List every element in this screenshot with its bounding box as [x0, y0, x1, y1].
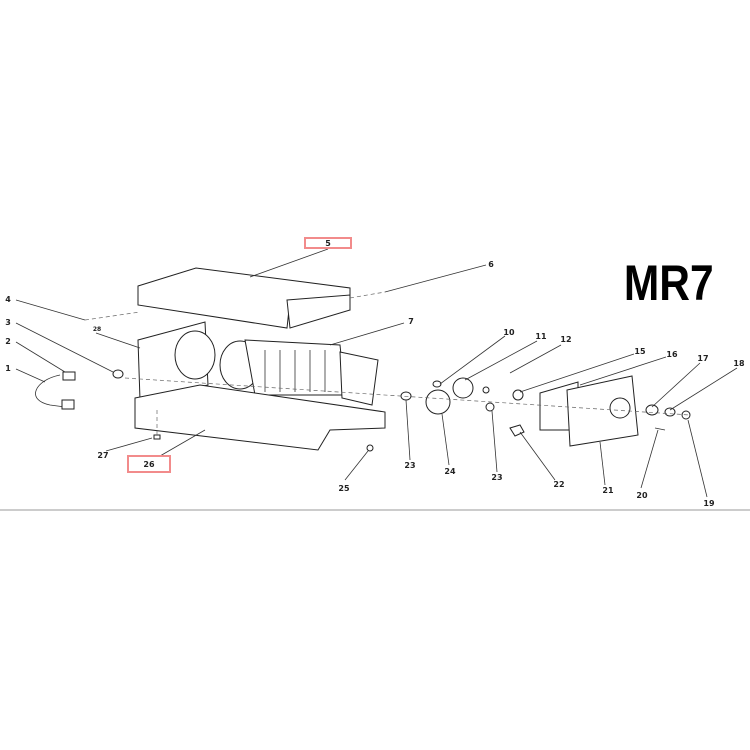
callout-5: 5	[325, 239, 331, 248]
callout-23-right: 23	[491, 473, 502, 482]
callout-4: 4	[5, 295, 11, 304]
callout-17: 17	[697, 354, 708, 363]
motor-part	[137, 321, 379, 406]
callout-27: 27	[97, 451, 108, 460]
callout-6: 6	[488, 260, 494, 269]
callout-20: 20	[636, 491, 648, 500]
top-cover-part	[137, 267, 351, 329]
highlight-box-26	[127, 455, 171, 473]
callout-10: 10	[503, 328, 515, 337]
callout-18: 18	[733, 359, 745, 368]
callout-7: 7	[408, 317, 414, 326]
callout-12: 12	[560, 335, 571, 344]
front-plate-part	[539, 375, 691, 447]
callout-28: 28	[93, 326, 101, 333]
model-title: MR7	[624, 255, 714, 311]
gear-parts	[153, 377, 525, 452]
callout-16: 16	[666, 350, 678, 359]
callout-11: 11	[535, 332, 547, 341]
base-part	[134, 384, 386, 451]
callout-19: 19	[703, 499, 715, 508]
callout-25: 25	[338, 484, 350, 493]
callout-labels: 5 6 4 3 28 2 1 7 10 11 12 15 16 17 18 27…	[5, 239, 745, 508]
leader-lines	[15, 248, 738, 498]
callout-24: 24	[444, 467, 456, 476]
callout-21: 21	[602, 486, 614, 495]
highlight-box-5	[304, 237, 352, 249]
callout-26: 26	[143, 460, 155, 469]
callout-15: 15	[634, 347, 646, 356]
callout-1: 1	[5, 364, 11, 373]
callout-23-left: 23	[404, 461, 415, 470]
callout-3: 3	[5, 318, 11, 327]
callout-22: 22	[553, 480, 564, 489]
power-cable-part	[35, 369, 124, 410]
callout-2: 2	[5, 337, 11, 346]
